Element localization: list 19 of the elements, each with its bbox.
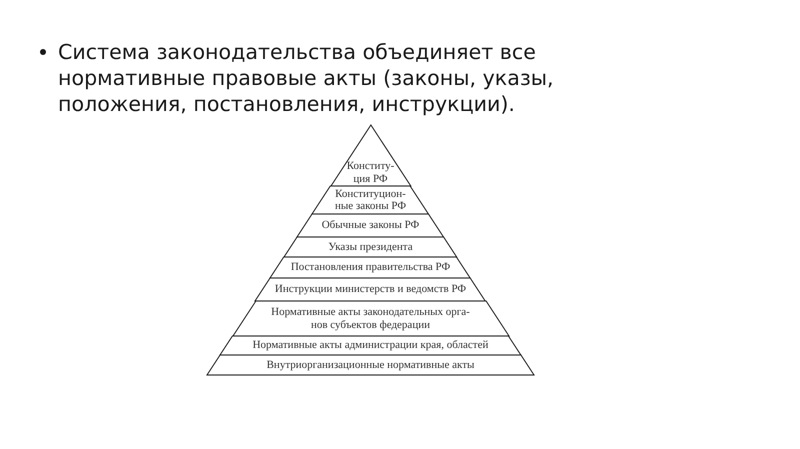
pyramid-tier (255, 278, 486, 301)
pyramid-tier (270, 257, 471, 278)
tier-label: Постановления правительства РФ (290, 261, 450, 274)
tier-label: Нормативные акты администрации края, областей (252, 339, 488, 352)
tier-label: Инструкции министерств и ведомств РФ (274, 283, 466, 296)
tier-label: Указы президента (328, 240, 413, 254)
tier-label: Обычные законы РФ (322, 219, 420, 232)
tier-label: Конститу-ция РФ (346, 160, 396, 185)
pyramid-tier (207, 355, 534, 375)
tier-label: Внутриорганизационные нормативные акты (266, 358, 474, 372)
pyramid-tier (220, 336, 521, 355)
pyramid-tier (232, 301, 508, 336)
bullet-text: Система законодательства объединяет все нормативные правовые акты (законы, указы, положения, постановления, инструкции). (58, 39, 555, 117)
pyramid-tier (330, 125, 410, 186)
tier-label: Конституцион-ные законы РФ (334, 188, 406, 212)
pyramid-tier (312, 186, 429, 214)
pyramid-tier (284, 237, 457, 257)
tier-label: Нормативные акты законодательных орга-нов субъектов федерации (270, 306, 471, 331)
pyramid-tier (297, 214, 444, 237)
